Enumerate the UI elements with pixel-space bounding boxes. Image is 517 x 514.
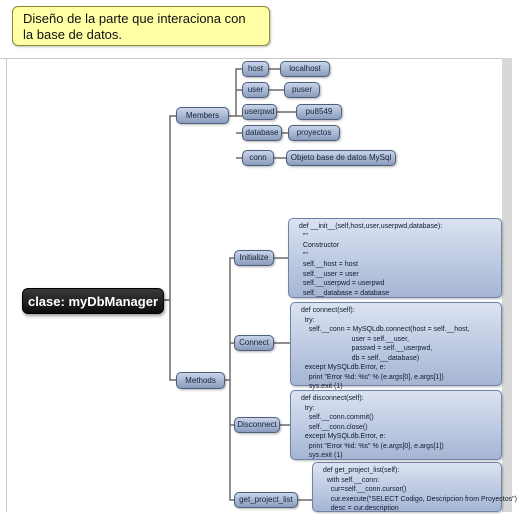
methods-node[interactable]: Methods — [176, 372, 225, 389]
member-host-key[interactable]: host — [242, 61, 269, 77]
vertical-scrollbar[interactable] — [502, 58, 512, 512]
method-disconnect-code: def disconnect(self): try: self.__conn.c… — [290, 390, 502, 460]
method-initialize-code: def __init__(self,host,user,userpwd,data… — [288, 218, 502, 298]
member-host-value[interactable]: localhost — [280, 61, 330, 77]
method-connect-code: def connect(self): try: self.__conn = My… — [290, 302, 502, 390]
root-methods-connector — [162, 299, 176, 381]
member-user-key[interactable]: user — [242, 82, 269, 98]
method-connect-node[interactable]: Connect — [234, 335, 274, 351]
method-disconnect-node[interactable]: Disconnect — [234, 417, 280, 433]
member-user-value[interactable]: puser — [284, 82, 320, 98]
member-database-value[interactable]: proyectos — [288, 125, 340, 141]
member-userpwd-key[interactable]: userpwd — [242, 104, 277, 120]
member-conn-value[interactable]: Objeto base de datos MySql — [286, 150, 396, 166]
member-conn-key[interactable]: conn — [242, 150, 274, 166]
root-members-connector — [162, 115, 176, 301]
annotation-callout: Diseño de la parte que interaciona con l… — [12, 6, 270, 46]
member-database-key[interactable]: database — [242, 125, 282, 141]
method-get-project-list-code: def get_project_list(self): with self.__… — [312, 462, 517, 512]
frame-left-line — [6, 58, 7, 512]
members-node[interactable]: Members — [176, 107, 229, 124]
method-initialize-node[interactable]: Initialize — [234, 250, 274, 266]
root-class-node[interactable]: clase: myDbManager — [22, 288, 164, 314]
method-get-project-list-node[interactable]: get_project_list — [234, 492, 298, 508]
frame-top-line — [0, 58, 502, 59]
member-userpwd-value[interactable]: pu8549 — [296, 104, 342, 120]
